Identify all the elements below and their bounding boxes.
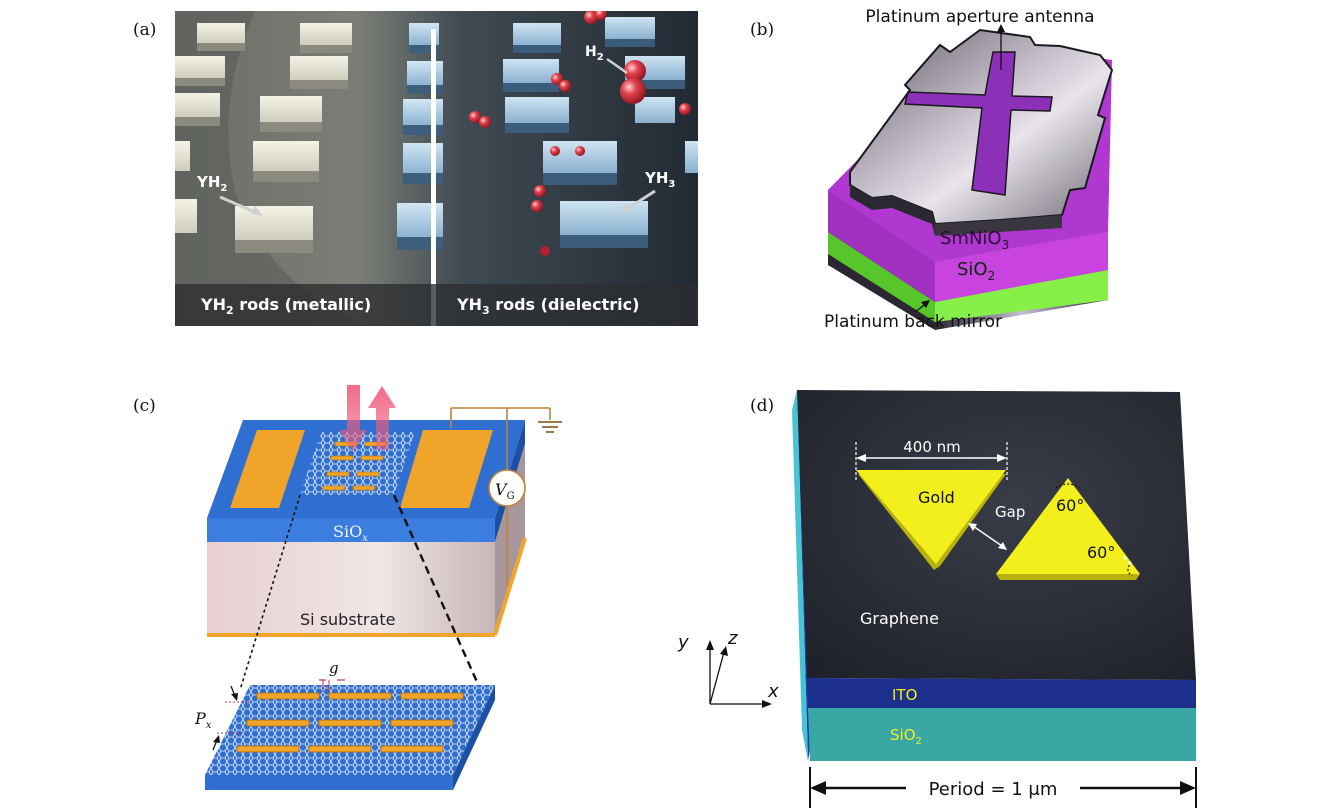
ito-label: ITO (892, 686, 917, 704)
antenna-label: Platinum aperture antenna (865, 7, 1094, 27)
h2-subscript: 2 (597, 52, 604, 63)
yh2-label: YH (196, 173, 220, 191)
panel-c-illustration: VG SiOx Si substrate g Px (195, 385, 562, 790)
caption-dielectric: YH3 rods (dielectric) (456, 295, 639, 317)
axis-y-label: y (677, 632, 689, 653)
gap-label: Gap (995, 503, 1025, 521)
angle-bottom-label: 60° (1087, 543, 1115, 562)
axis-x-label: x (767, 681, 779, 702)
g-label: g (329, 659, 339, 677)
mirror-label: Platinum back mirror (824, 312, 1002, 332)
svg-text:H2: H2 (585, 44, 604, 63)
siox-label: SiOx (333, 522, 368, 544)
caption-metallic: YH2 rods (metallic) (200, 295, 371, 317)
sio2-label-d: SiO2 (890, 726, 922, 747)
vg-label: VG (495, 480, 515, 502)
panel-c-label: (c) (133, 396, 156, 416)
graphene-label: Graphene (860, 609, 939, 628)
angle-top-label: 60° (1056, 496, 1084, 515)
panel-a-label: (a) (133, 20, 157, 40)
panel-d-illustration: 400 nm Gold Gap 60° 60° Graphene y z x I… (677, 390, 1197, 808)
substrate-label: Si substrate (300, 610, 395, 629)
divider-line (431, 29, 436, 326)
svg-text:YH2: YH2 (196, 173, 227, 194)
width-label: 400 nm (903, 438, 961, 456)
svg-text:YH3: YH3 (644, 169, 675, 190)
panel-b-illustration: Platinum aperture antenna SmNiO3 SiO2 Pl… (824, 7, 1114, 332)
axis-z-label: z (727, 628, 738, 649)
panel-b-label: (b) (750, 20, 775, 40)
h2-label: H (585, 44, 597, 60)
panel-d-label: (d) (750, 396, 775, 416)
sio2-label-b: SiO2 (957, 259, 995, 283)
period-label: Period = 1 μm (929, 779, 1058, 800)
smnio3-label: SmNiO3 (940, 228, 1009, 252)
yh2-subscript: 2 (220, 183, 227, 194)
panel-a-illustration: YH2 H2 YH3 YH2 rods (metallic) YH3 rods … (175, 11, 698, 326)
px-label: Px (195, 709, 212, 731)
gold-label: Gold (918, 488, 955, 507)
yh3-label: YH (644, 169, 668, 187)
yh3-subscript: 3 (668, 179, 675, 190)
